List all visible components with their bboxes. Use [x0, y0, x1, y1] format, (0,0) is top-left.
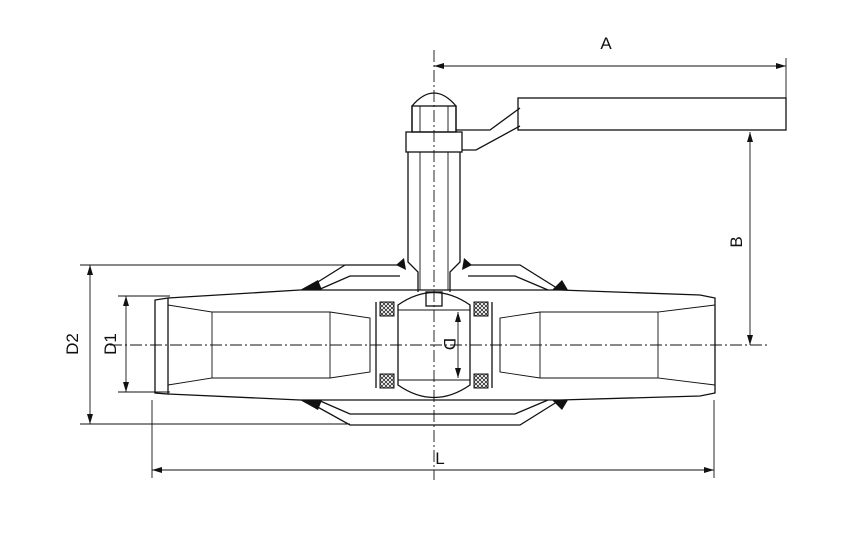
valve-body	[154, 289, 716, 401]
dimension-a	[434, 58, 787, 98]
label-l: L	[435, 449, 444, 468]
label-d: D	[440, 338, 459, 350]
dimension-l	[151, 400, 715, 478]
label-b: B	[727, 236, 746, 247]
cap-nut	[411, 92, 457, 133]
dimension-d2	[80, 264, 400, 425]
seat-rings	[375, 301, 493, 389]
label-a: A	[600, 34, 612, 53]
label-d2: D2	[63, 333, 82, 355]
label-d1: D1	[101, 333, 120, 355]
handle-lever	[456, 97, 787, 151]
lower-collar	[300, 399, 568, 426]
ball	[397, 291, 471, 399]
dimension-d1	[118, 295, 170, 393]
stem	[405, 131, 463, 292]
